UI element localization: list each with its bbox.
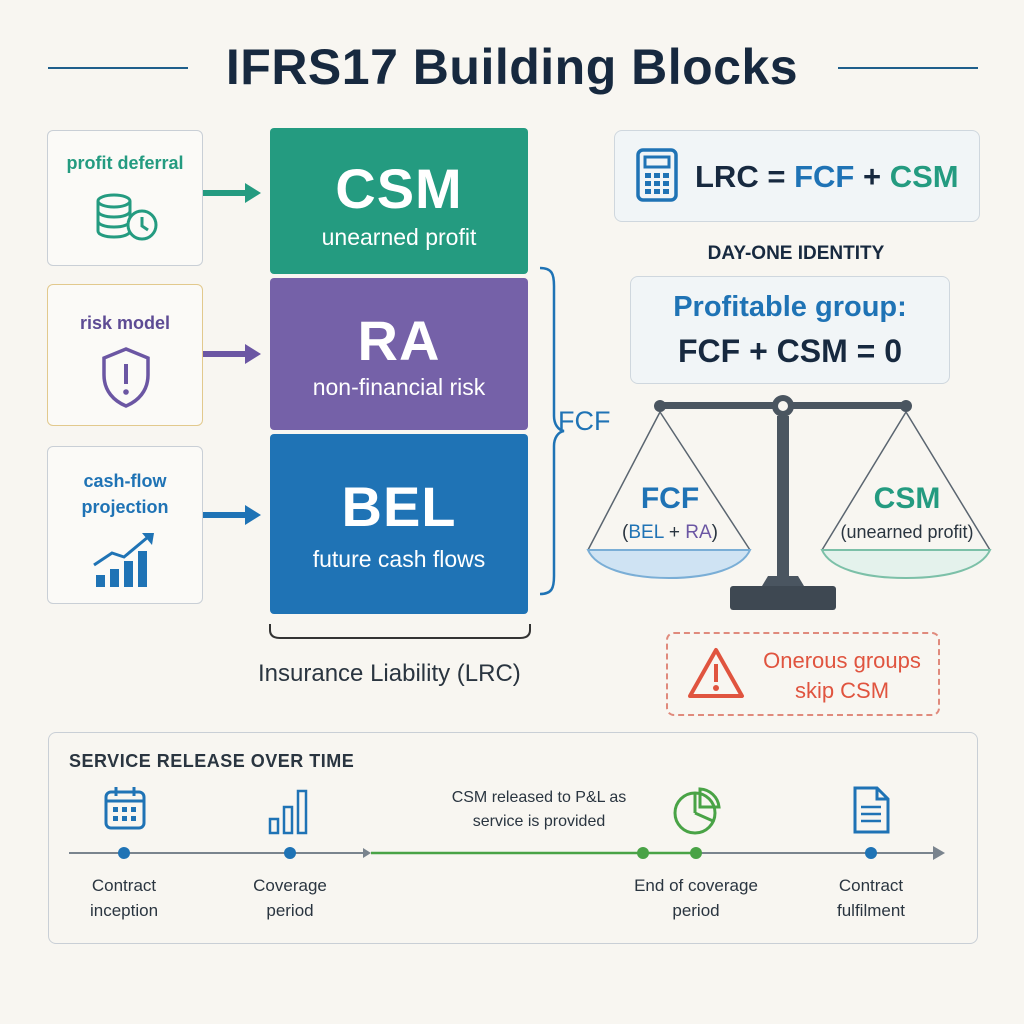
- arrow-to-ra: [203, 344, 261, 364]
- identity-card: Profitable group: FCF + CSM = 0: [630, 276, 950, 384]
- timeline-note-1: CSM released to P&L as: [451, 789, 627, 806]
- page-title: IFRS17 Building Blocks: [225, 39, 799, 95]
- formula-csm: CSM: [889, 159, 959, 194]
- timeline-dot-fulfilment: [865, 847, 877, 859]
- csm-block: CSM unearned profit: [270, 128, 528, 274]
- milestone-inception-line2: inception: [89, 901, 159, 920]
- profit-deferral-label: profit deferral: [66, 153, 184, 173]
- warning-icon: [688, 648, 744, 698]
- timeline-heading: SERVICE RELEASE OVER TIME: [69, 751, 355, 771]
- milestone-inception-line1: Contract: [91, 876, 157, 895]
- formula-text: LRC = FCF + CSM: [695, 159, 959, 195]
- cash-flow-label-2: projection: [81, 497, 169, 517]
- milestone-end-coverage-line1: End of coverage: [634, 876, 758, 895]
- title-rule-left: [48, 67, 188, 69]
- formula-plus: +: [862, 159, 882, 194]
- scale-left-bel: BEL: [628, 522, 664, 543]
- pie-chart-icon: [673, 787, 721, 835]
- milestone-end-coverage-line2: period: [672, 901, 720, 920]
- formula-card: LRC = FCF + CSM: [614, 130, 980, 222]
- warning-line1: Onerous groups: [763, 648, 921, 673]
- bar-chart-icon: [268, 789, 308, 835]
- calendar-icon: [104, 787, 146, 830]
- timeline-dot-release-end: [637, 847, 649, 859]
- milestone-fulfilment-line1: Contract: [838, 876, 904, 895]
- milestone-fulfilment-line2: fulfilment: [836, 901, 906, 920]
- csm-block-code: CSM: [335, 157, 463, 220]
- bel-block-subtitle: future cash flows: [312, 546, 486, 572]
- milestone-coverage-label: Coverage period: [220, 873, 360, 923]
- liability-brace: [269, 624, 531, 639]
- timeline-note-2: service is provided: [472, 813, 606, 830]
- timeline-panel: SERVICE RELEASE OVER TIME CSM released t…: [48, 732, 978, 944]
- arrow-to-csm: [203, 183, 261, 203]
- warning-line2: skip CSM: [794, 678, 890, 703]
- ra-block-subtitle: non-financial risk: [312, 374, 486, 400]
- identity-line2: FCF + CSM = 0: [677, 333, 903, 369]
- bel-block-code: BEL: [341, 475, 457, 538]
- arrow-to-bel: [203, 505, 261, 525]
- balance-scale-icon: [586, 395, 992, 610]
- scale-right-sub: (unearned profit): [840, 522, 974, 542]
- formula-fcf: FCF: [794, 159, 855, 194]
- identity-line1: Profitable group:: [673, 291, 907, 323]
- milestone-end-coverage-label: End of coverage period: [626, 873, 766, 923]
- formula-lhs: LRC =: [695, 159, 786, 194]
- fcf-brace: [539, 266, 565, 596]
- growth-chart-icon: [93, 533, 154, 587]
- timeline-dot-end-coverage: [690, 847, 702, 859]
- shield-alert-icon: [102, 347, 150, 408]
- scale-left-title: FCF: [640, 482, 700, 515]
- scale-left-open: (: [622, 522, 629, 543]
- cash-flow-label-1: cash-flow: [83, 471, 167, 491]
- fcf-brace-label: FCF: [558, 406, 611, 436]
- timeline-axis: [69, 846, 945, 860]
- ra-block: RA non-financial risk: [270, 278, 528, 430]
- csm-block-subtitle: unearned profit: [321, 224, 477, 250]
- profit-deferral-card: profit deferral: [47, 130, 203, 266]
- cash-flow-projection-card: cash-flow projection: [47, 446, 203, 604]
- milestone-inception-label: Contract inception: [54, 873, 194, 923]
- identity-heading: DAY-ONE IDENTITY: [707, 243, 885, 264]
- liability-label: Insurance Liability (LRC): [258, 660, 521, 687]
- onerous-warning-box: Onerous groups skip CSM: [666, 632, 940, 716]
- coins-clock-icon: [96, 193, 158, 241]
- ra-block-code: RA: [357, 309, 441, 372]
- timeline-dot-inception: [118, 847, 130, 859]
- milestone-fulfilment-label: Contract fulfilment: [801, 873, 941, 923]
- bel-block: BEL future cash flows: [270, 434, 528, 614]
- milestone-coverage-line1: Coverage: [253, 876, 327, 895]
- risk-model-label: risk model: [79, 313, 171, 333]
- title-rule-right: [838, 67, 978, 69]
- risk-model-card: risk model: [47, 284, 203, 426]
- calculator-icon: [636, 148, 678, 202]
- milestone-coverage-line2: period: [266, 901, 314, 920]
- scale-right-title: CSM: [873, 482, 941, 515]
- scale-left-ra: RA: [685, 522, 712, 543]
- scale-left-plus: +: [668, 522, 680, 543]
- document-icon: [853, 786, 890, 834]
- scale-left-close: ): [711, 522, 718, 543]
- timeline-dot-coverage: [284, 847, 296, 859]
- scale-left-sub: (BEL + RA): [590, 522, 750, 544]
